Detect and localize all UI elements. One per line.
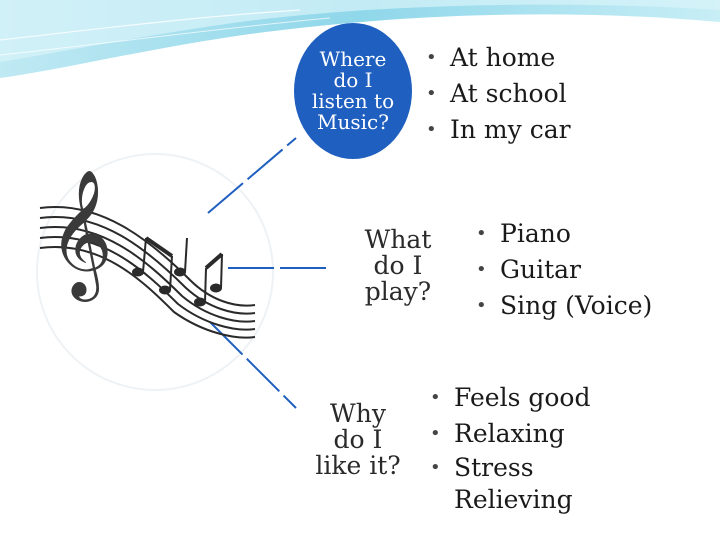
answer-item: •In my car (426, 115, 571, 144)
answer-item: •At school (426, 79, 567, 108)
top-wave-decoration (0, 0, 720, 78)
answer-item: •Stress Relieving (430, 453, 573, 514)
answer-item: •Guitar (476, 255, 581, 284)
question-line: do I (333, 424, 383, 454)
question-bubble-why: Why do I like it? (290, 370, 426, 510)
question-line: Music? (317, 110, 389, 134)
question-line: Where (319, 47, 387, 71)
answer-item: •Piano (476, 219, 571, 248)
answer-item: •Sing (Voice) (476, 291, 653, 320)
answer-list-why: •Feels good •Relaxing •Stress Relieving (428, 380, 688, 516)
answer-item: •At home (426, 43, 556, 72)
question-line: play? (364, 277, 432, 307)
question-line: listen to (311, 89, 395, 113)
question-bubble-what: What do I play? (328, 196, 468, 336)
answer-list-where: •At home •At school •In my car (424, 40, 571, 148)
music-staff-treble-clef-icon: 𝄞 (39, 168, 256, 339)
answer-item: •Relaxing (430, 419, 565, 448)
question-line: What (364, 224, 432, 254)
question-line: do I (333, 68, 373, 92)
connector-top (207, 137, 297, 214)
answer-item: •Feels good (430, 383, 591, 412)
svg-text:𝄞: 𝄞 (48, 168, 113, 302)
question-bubble-where: Where do I listen to Music? (294, 23, 412, 159)
connector-bottom (209, 321, 297, 409)
question-line: Why (330, 398, 386, 428)
question-line: do I (373, 250, 423, 280)
question-line: like it? (315, 451, 401, 481)
answer-list-what: •Piano •Guitar •Sing (Voice) (474, 216, 652, 324)
